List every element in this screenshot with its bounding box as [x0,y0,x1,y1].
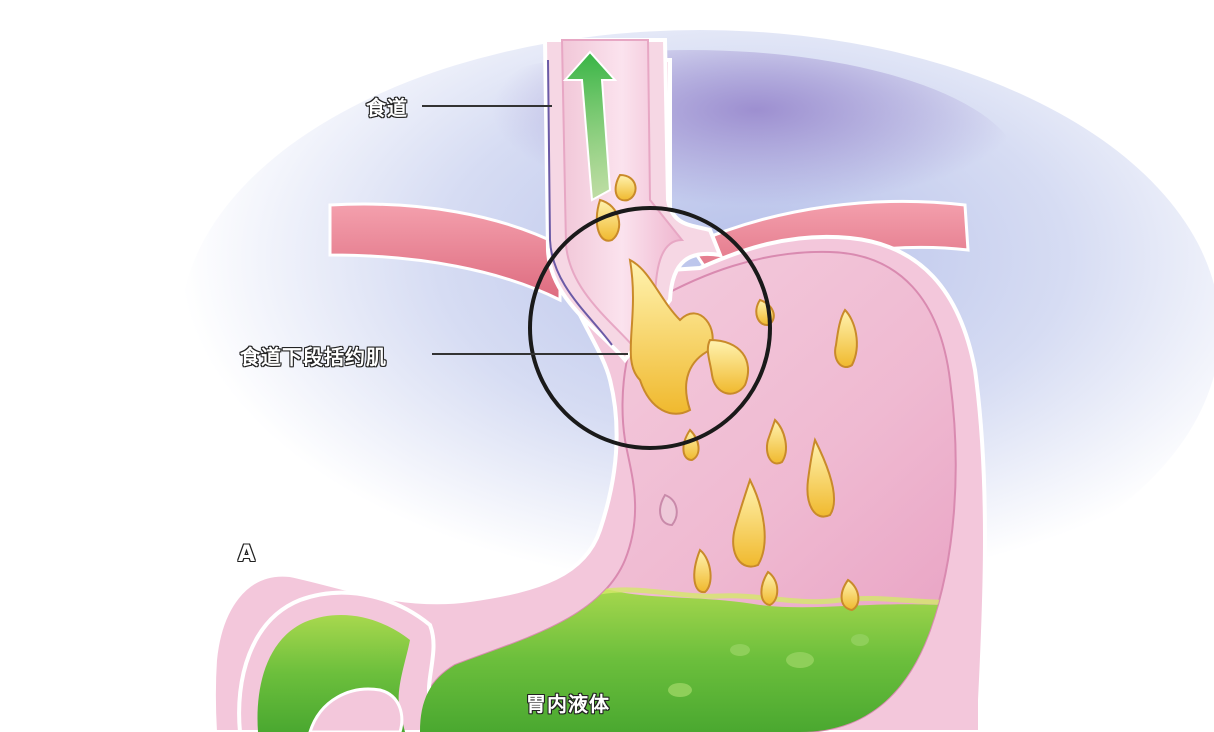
esophagus-label: 食道 [366,96,408,120]
reflux-arrow-icon [562,50,618,202]
pylorus-inner-fold [308,687,404,732]
fluid-bubble [851,634,869,646]
diaphragm-left [328,202,562,303]
fluid-bubble [668,683,692,697]
reflux-droplet [732,477,766,568]
reflux-droplet [614,173,637,202]
reflux-droplet [659,493,678,527]
fluid-bubble [786,652,814,668]
reflux-droplet [760,570,779,607]
stomach-fluid-label: 胃内液体 [526,692,610,716]
sphincter-label: 食道下段括约肌 [240,345,387,369]
reflux-droplet [840,578,860,612]
sphincter-highlight-circle [528,206,772,450]
fluid-bubble [730,644,750,656]
reflux-droplet [693,548,712,594]
fluid-surface [599,587,956,605]
esophagus-outline-left [547,59,613,346]
reflux-droplet [834,308,858,368]
panel-letter: A [238,542,257,567]
reflux-droplet [806,437,836,518]
reflux-droplet [766,418,787,465]
reflux-droplet [628,258,714,415]
reflux-droplet [706,338,750,395]
